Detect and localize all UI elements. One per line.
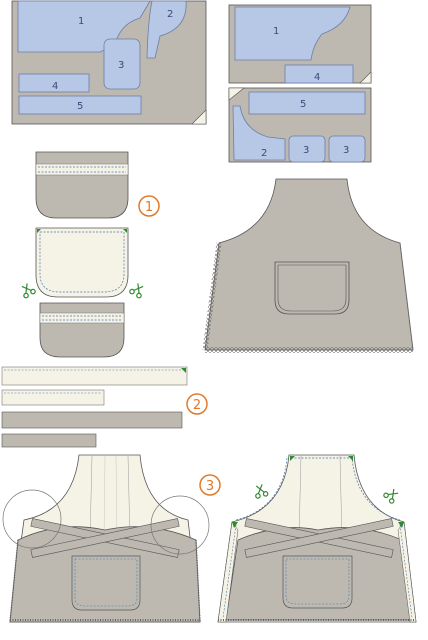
apron-with-pocket: [202, 178, 414, 353]
pattern-piece-2b: [232, 105, 286, 161]
piece-label-3b: 3: [303, 145, 309, 156]
cutting-layout-right: 1 4 5 2 3 3: [228, 4, 372, 163]
apron-pocket: [274, 261, 350, 315]
piece-label-1b: 1: [273, 26, 279, 37]
piece-label-5: 5: [77, 101, 83, 112]
scissors-icon: [21, 283, 36, 299]
pattern-piece-4b: [284, 64, 354, 84]
pattern-piece-3b: [288, 135, 326, 163]
piece-label-2: 2: [167, 9, 173, 20]
svg-text:1: 1: [145, 200, 153, 215]
pattern-piece-3c: [328, 135, 366, 163]
apron-assembly-left: [2, 454, 210, 623]
pattern-piece-4: [18, 73, 90, 93]
pattern-piece-5b: [248, 91, 366, 115]
pocket-lining: [35, 227, 129, 298]
scissors-icon: [129, 283, 144, 299]
pattern-piece-3: [103, 38, 141, 90]
detail-circle-right: [150, 495, 210, 555]
svg-text:3: 3: [206, 479, 214, 494]
piece-label-4b: 4: [314, 72, 320, 83]
strap-lining-short: [1, 389, 105, 406]
piece-label-4: 4: [52, 81, 58, 92]
strap-short: [1, 433, 97, 448]
cutting-layout-left: 1 2 3 4 5: [11, 0, 207, 125]
piece-label-3c: 3: [343, 145, 349, 156]
straps-step-2: [1, 366, 188, 448]
pocket-step-1: [35, 151, 129, 358]
step-badge-1: 1: [138, 195, 160, 217]
strap-long: [1, 411, 183, 429]
step-badge-2: 2: [186, 393, 208, 415]
pattern-piece-5: [18, 95, 142, 115]
pattern-piece-2: [146, 0, 187, 59]
scissors-icon: [383, 488, 399, 504]
svg-text:2: 2: [193, 398, 201, 413]
scissors-icon: [255, 484, 269, 499]
step-badge-3: 3: [199, 474, 221, 496]
fold-corner: [191, 109, 207, 125]
piece-label-5b: 5: [300, 99, 306, 110]
apron-assembly-right: [217, 454, 417, 623]
piece-label-3: 3: [118, 60, 124, 71]
strap-lining-long: [1, 366, 188, 386]
piece-label-1: 1: [78, 16, 84, 27]
detail-circle-left: [2, 489, 62, 549]
pattern-piece-1b: [234, 6, 351, 61]
zigzag-hem: [205, 347, 413, 353]
pocket-piece: [35, 151, 129, 219]
piece-label-2b: 2: [261, 148, 267, 159]
